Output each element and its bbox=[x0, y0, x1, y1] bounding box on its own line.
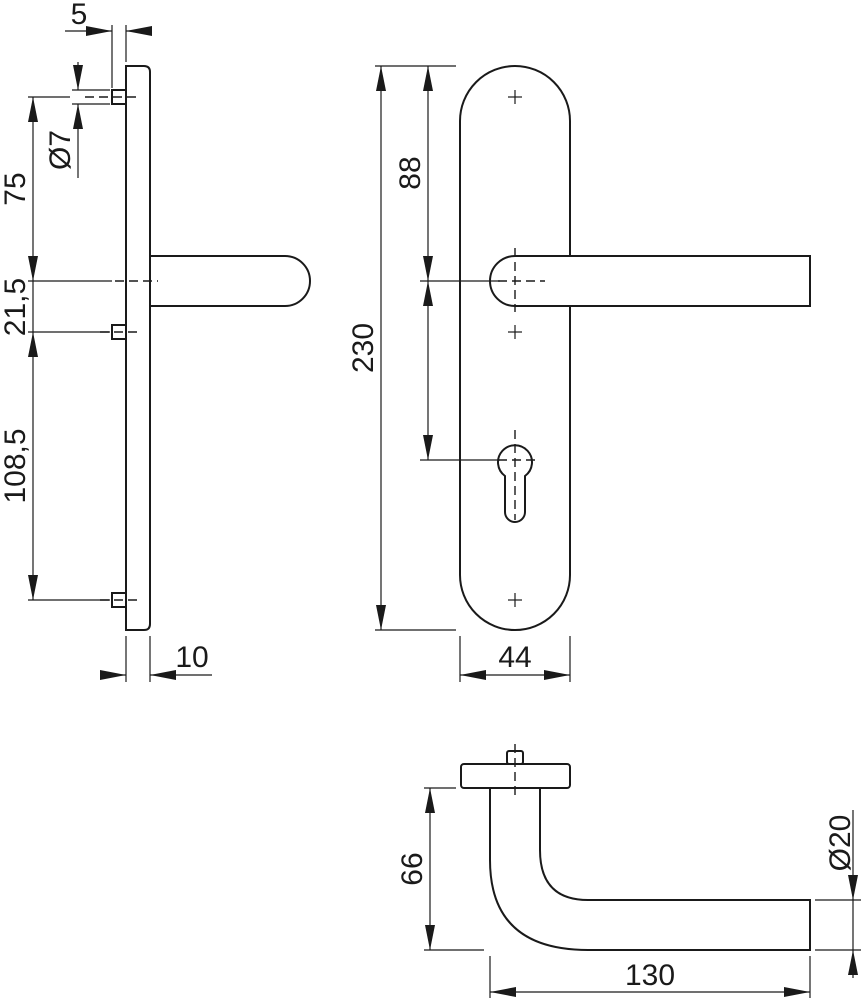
dim-pin-diameter: Ø7 bbox=[44, 130, 77, 170]
side-plate bbox=[125, 65, 151, 631]
screw-mark-bottom bbox=[508, 593, 522, 607]
dim-handle-length: 130 bbox=[625, 959, 675, 992]
screw-mark-middle bbox=[508, 325, 522, 339]
dim-plate-width: 44 bbox=[498, 641, 531, 674]
pin-middle bbox=[111, 324, 127, 340]
side-handle bbox=[150, 255, 311, 307]
dim-top-to-handle: 88 bbox=[394, 156, 427, 189]
pin-top bbox=[111, 89, 127, 105]
pin-bottom bbox=[111, 592, 127, 608]
dim-plate-thickness: 10 bbox=[175, 641, 208, 674]
front-view: 230 88 44 bbox=[347, 65, 811, 682]
lever-handle bbox=[489, 788, 811, 951]
screw-mark-top bbox=[508, 90, 522, 104]
front-plate bbox=[459, 65, 571, 631]
dim-plate-height: 230 bbox=[347, 323, 380, 373]
dim-handle-diameter: Ø20 bbox=[824, 815, 857, 872]
dim-middle-to-lower-pin: 108,5 bbox=[0, 428, 32, 503]
side-view: 5 Ø7 75 21,5 108,5 10 bbox=[0, 0, 311, 682]
lever-view: 66 130 Ø20 bbox=[396, 744, 861, 998]
dim-pin-offset: 5 bbox=[71, 0, 88, 31]
dim-handle-to-middle-pin: 21,5 bbox=[0, 278, 32, 336]
dim-handle-height: 66 bbox=[396, 852, 429, 885]
front-handle bbox=[489, 255, 811, 307]
cylinder-keyhole bbox=[497, 444, 533, 523]
dim-upper-pin-to-handle: 75 bbox=[0, 172, 32, 205]
